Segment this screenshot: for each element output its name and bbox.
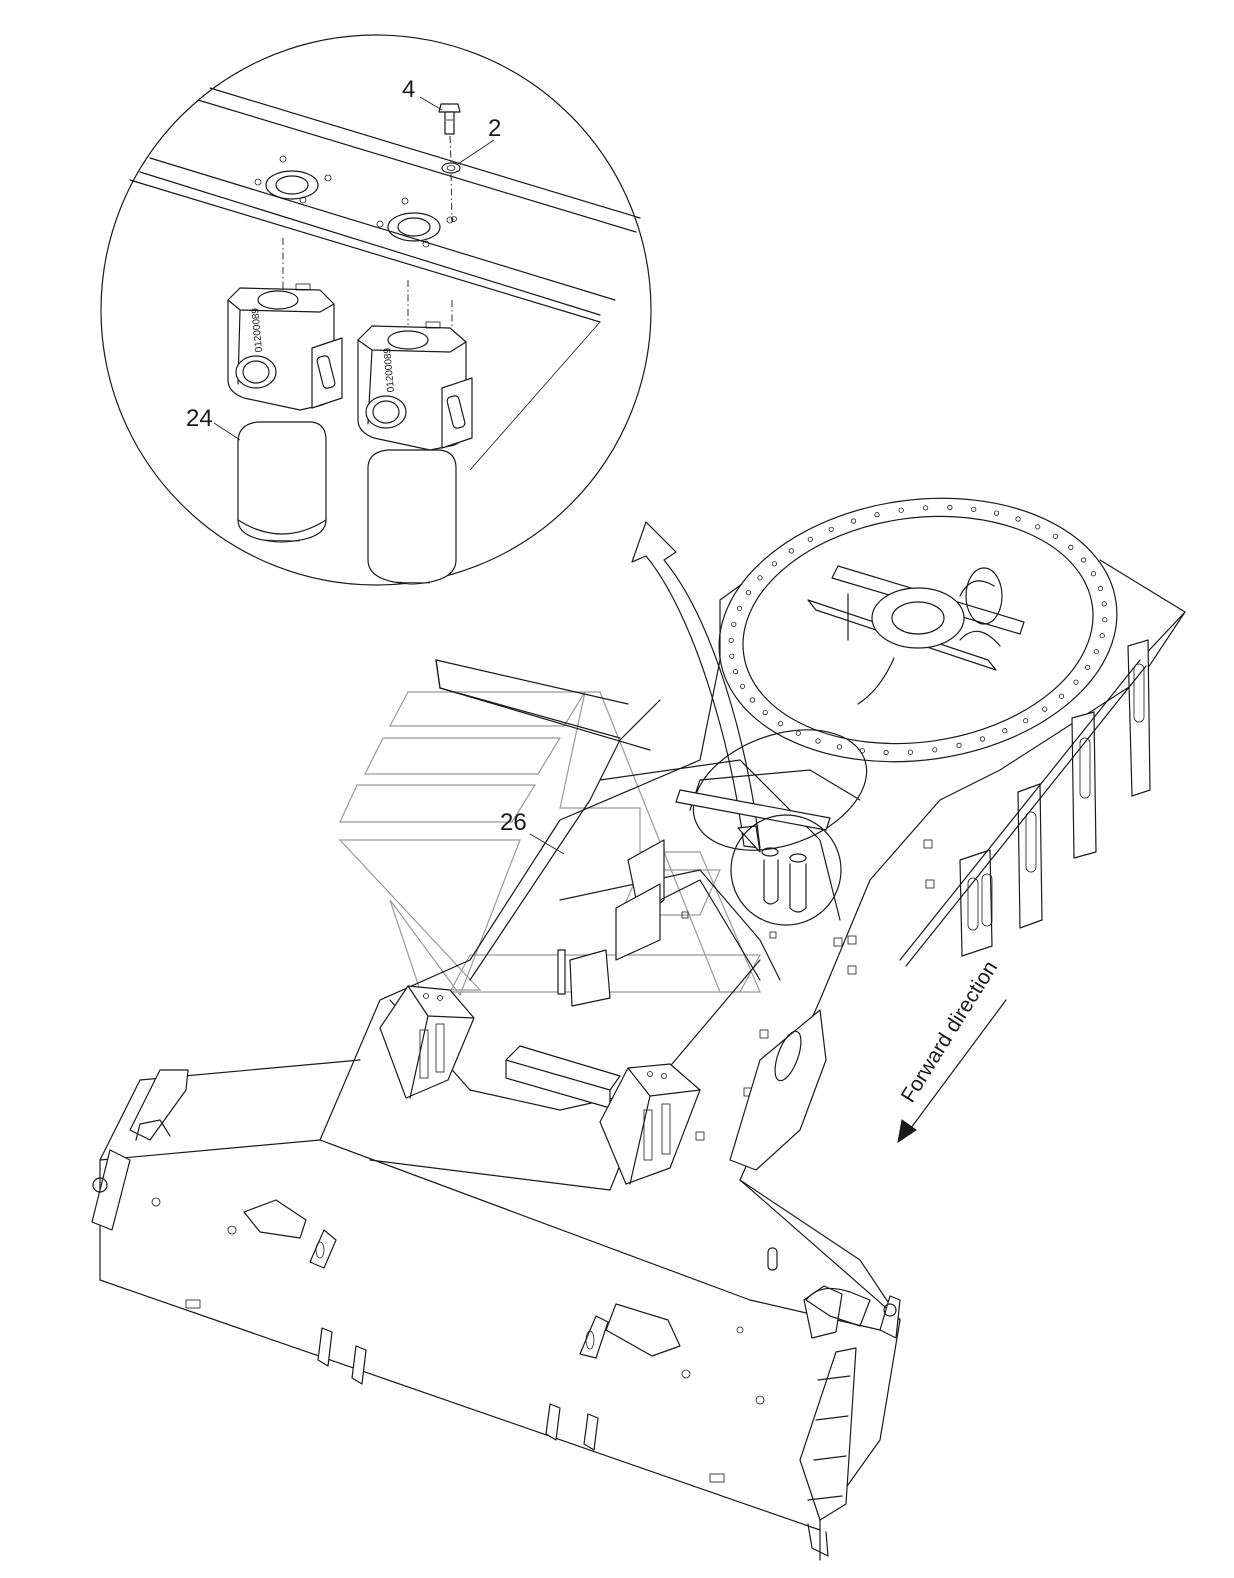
- ring-bolt-hole: [1002, 728, 1008, 734]
- ring-bolt-hole: [1073, 679, 1079, 685]
- filter-right: 01200089: [357, 321, 473, 585]
- ring-bolt-hole: [898, 507, 904, 513]
- ring-bolt-hole: [815, 738, 821, 744]
- ring-bolt-hole: [1052, 533, 1059, 539]
- leader-2: [457, 139, 495, 165]
- ring-bolt-hole: [883, 749, 889, 756]
- ring-bolt-hole: [1093, 649, 1100, 655]
- ring-bolt-hole: [947, 504, 953, 511]
- callout-26: 26: [500, 809, 527, 836]
- ring-bolt-hole: [739, 683, 746, 689]
- ring-bolt-hole: [1023, 718, 1029, 724]
- ring-bolt-hole: [1097, 585, 1104, 592]
- ring-bolt-hole: [749, 697, 756, 703]
- detail-locator-circle: [730, 814, 842, 926]
- ring-bolt-hole: [777, 721, 784, 727]
- bosses: [681, 839, 935, 1141]
- bracket-left: [379, 985, 475, 1099]
- ring-bolt-hole: [1102, 617, 1108, 623]
- ring-bolt-hole: [1101, 601, 1107, 607]
- ring-bolt-hole: [993, 510, 1000, 516]
- main-frame-assembly: [91, 611, 1186, 1561]
- leader-4: [419, 96, 443, 111]
- ring-bolt-hole: [731, 621, 737, 627]
- ring-bolt-hole: [762, 709, 768, 716]
- ring-bolt-hole: [971, 506, 977, 512]
- ring-bolt-hole: [1042, 706, 1048, 712]
- slewing-ring: [718, 497, 1186, 763]
- ring-bolt-hole: [771, 561, 778, 567]
- washer-part-2: [441, 162, 461, 174]
- ring-bolt-hole: [729, 653, 735, 659]
- ring-bolt-hole: [1035, 524, 1041, 530]
- ring-bolt-hole: [836, 744, 843, 750]
- ring-bolt-hole: [907, 749, 914, 755]
- ring-bolt-hole: [795, 730, 801, 736]
- ring-bolt-hole: [850, 518, 857, 524]
- ring-bolt-hole: [979, 736, 986, 742]
- ring-bolt-hole: [1099, 633, 1105, 639]
- leader-24: [213, 422, 241, 441]
- ring-bolt-hole: [757, 575, 763, 581]
- bracket-right: [599, 1063, 701, 1185]
- detail-view-circle: 01200089 01200089: [100, 34, 652, 586]
- filter-left-part-mark: 01200089: [250, 307, 265, 353]
- callout-4: 4: [402, 76, 415, 103]
- ring-bolt-hole: [807, 536, 813, 542]
- ring-bolt-hole: [1085, 664, 1091, 670]
- forward-direction-indicator: Forward direction: [897, 957, 1007, 1144]
- ring-bolt-hole: [956, 742, 962, 749]
- bolt-part-4: [438, 103, 461, 135]
- ring-bolt-hole: [1068, 544, 1074, 551]
- ring-bolt-hole: [828, 526, 834, 532]
- ring-bolt-hole: [932, 747, 938, 753]
- vertical-pin: [557, 949, 566, 995]
- ring-bolt-hole: [1090, 571, 1097, 577]
- forward-arrow-line: [907, 999, 1007, 1133]
- filter-left: 01200089: [227, 283, 343, 543]
- ring-bolt-hole: [728, 637, 734, 643]
- ring-bolt-hole: [1081, 557, 1087, 563]
- side-mounts: [899, 639, 1151, 967]
- callout-24: 24: [186, 405, 213, 432]
- ring-bolt-hole: [736, 605, 743, 611]
- forward-direction-label: Forward direction: [897, 957, 1002, 1107]
- mounting-pad-right: [376, 197, 457, 248]
- watermark-logo: [338, 691, 762, 997]
- ring-bolt-hole: [922, 505, 929, 511]
- ring-bolt-hole: [1058, 693, 1065, 699]
- ring-bolt-hole: [745, 590, 752, 596]
- forward-arrow-head: [897, 1119, 917, 1144]
- filter-right-part-mark: 01200089: [382, 347, 397, 393]
- ring-bolt-hole: [732, 668, 739, 675]
- callout-2: 2: [488, 115, 501, 142]
- ring-bolt-hole: [1015, 516, 1021, 522]
- mounting-pad-left: [254, 155, 332, 204]
- ring-bolt-hole: [788, 548, 794, 554]
- leader-26: [529, 833, 565, 855]
- ring-bolt-hole: [874, 511, 880, 518]
